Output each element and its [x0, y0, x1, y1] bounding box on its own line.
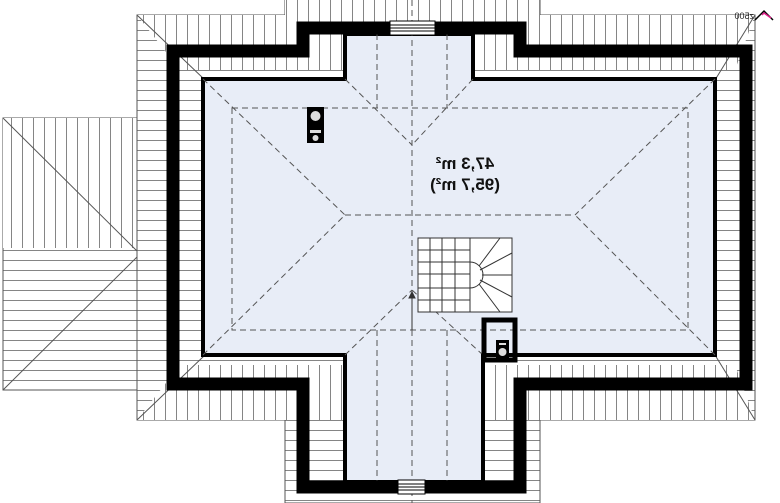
staircase: [408, 237, 513, 330]
usable-area: 47,3 m²: [435, 154, 495, 173]
logo-text: z500: [734, 11, 754, 21]
area-label: 47,3 m² (95,7 m²): [405, 153, 525, 195]
chimney-box: [481, 317, 518, 363]
side-roof: [2, 117, 141, 391]
window-top: [389, 20, 436, 36]
house-logo-icon: [754, 9, 774, 21]
exterior-wall: [166, 21, 753, 494]
brand-logo: z500: [712, 8, 774, 24]
chimney-flue: [307, 107, 324, 143]
total-area: (95,7 m²): [430, 175, 500, 194]
window-bottom: [397, 479, 426, 495]
